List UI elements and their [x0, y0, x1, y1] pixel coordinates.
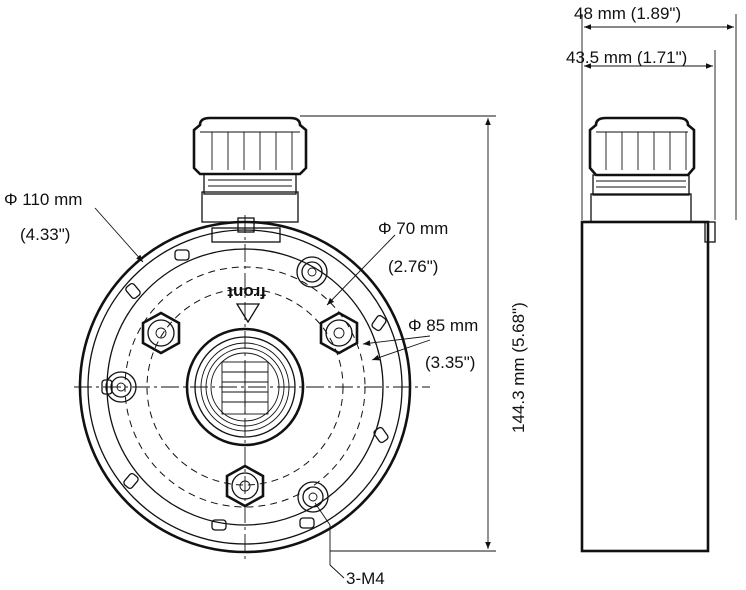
screw-hole-top-right: [296, 256, 328, 288]
hole-circle-70-mm-label: Φ 70 mm: [378, 219, 448, 238]
rim-notches: [101, 249, 389, 531]
screw-hole-left: [105, 371, 137, 403]
center-opening: [185, 327, 305, 447]
hole-circle-85-mm-label: Φ 85 mm: [408, 316, 478, 335]
base-ring: [106, 248, 384, 526]
outer-rim-inner: [87, 229, 403, 545]
dimensions-front: Φ 110 mm (4.33") Φ 70 mm (2.76") Φ 85 mm…: [4, 115, 528, 588]
cable-gland-side: [588, 116, 696, 177]
top-tab: [211, 227, 281, 243]
boss-left: [141, 311, 181, 355]
height-dimension-label: 144.3 mm (5.68"): [509, 302, 528, 433]
side-body: [580, 220, 710, 553]
front-mark: front: [227, 283, 266, 302]
depth-overall-label: 48 mm (1.89"): [574, 4, 681, 23]
hole-circle-85-in-label: (3.35"): [425, 353, 475, 372]
cable-gland-front: [192, 116, 308, 223]
depth-body-label: 43.5 mm (1.71"): [566, 48, 687, 67]
side-view: [580, 116, 716, 553]
front-arrow-icon: [235, 303, 261, 324]
hole-circle-70: [146, 288, 344, 486]
boss-bottom: [225, 464, 265, 508]
screw-hole-bottom-right: [297, 481, 329, 513]
top-tab-lock: [237, 217, 255, 233]
hole-circle-70-in-label: (2.76"): [388, 257, 438, 276]
dimensions-side: 48 mm (1.89") 43.5 mm (1.71"): [566, 4, 737, 220]
outer-diameter-mm-label: Φ 110 mm: [4, 190, 82, 209]
outer-diameter-in-label: (4.33"): [20, 225, 70, 244]
boss-right: [319, 311, 359, 355]
screw-spec-label: 3-M4: [346, 569, 385, 588]
front-view: front: [74, 116, 430, 560]
side-tab: [704, 221, 716, 243]
